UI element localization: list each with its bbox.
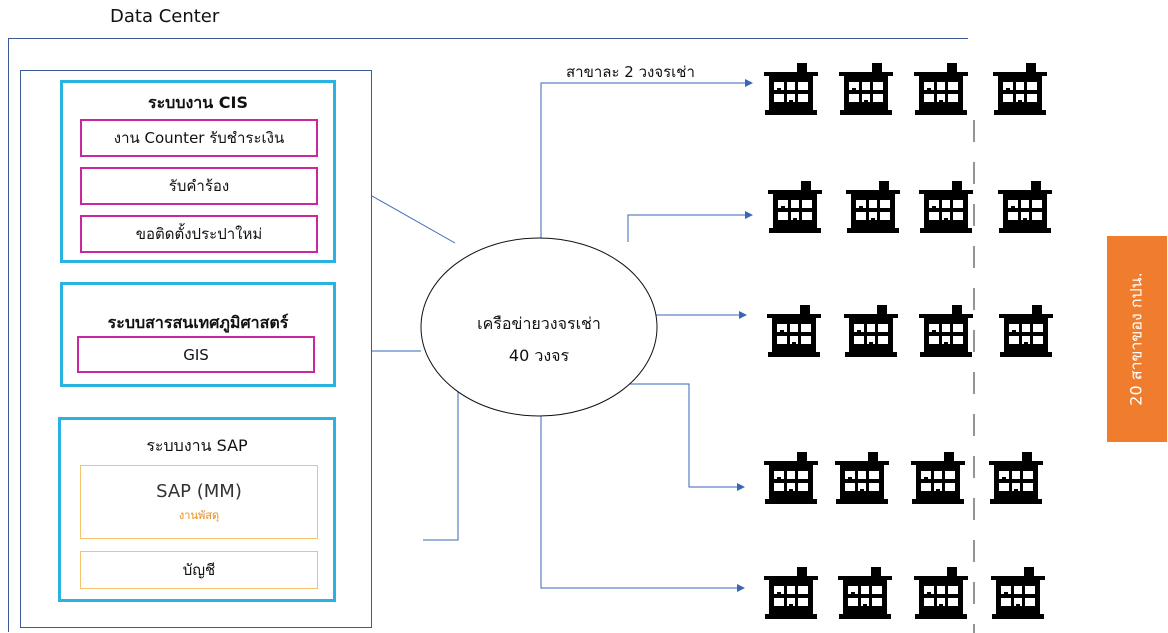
- building-icon: [763, 449, 819, 509]
- building-icon: [843, 302, 899, 362]
- data-center-label: Data Center: [110, 6, 220, 27]
- building-icon: [918, 302, 974, 362]
- branches-side-label: 20 สาขาของ กปน.: [1126, 272, 1146, 406]
- building-icon: [845, 178, 901, 238]
- building-icon: [997, 178, 1053, 238]
- building-icon: [767, 178, 823, 238]
- building-icon: [998, 302, 1054, 362]
- link-branch-row-2: [627, 211, 753, 242]
- link-branch-row-1: [540, 79, 753, 240]
- building-icon: [838, 60, 894, 120]
- building-icon: [837, 564, 893, 624]
- sap-mm-sub: งานพัสดุ: [178, 508, 220, 522]
- building-icon: [913, 564, 969, 624]
- gis-item: GIS: [77, 336, 315, 373]
- sap-mm-box: SAP (MM) งานพัสดุ: [80, 465, 318, 539]
- cis-item-counter: งาน Counter รับชำระเงิน: [80, 119, 318, 157]
- data-center-frame: [8, 38, 976, 632]
- building-icon: [766, 302, 822, 362]
- cis-item-new-install: ขอติดตั้งประปาใหม่: [80, 215, 318, 253]
- building-icon: [910, 449, 966, 509]
- building-icon: [763, 564, 819, 624]
- network-circuits: 40 วงจร: [508, 346, 570, 365]
- sap-account-label: บัญชี: [182, 561, 216, 579]
- building-icon: [988, 449, 1044, 509]
- building-icon: [834, 449, 890, 509]
- cis-system-box: ระบบงาน CIS งาน Counter รับชำระเงิน รับค…: [60, 80, 336, 263]
- building-icon: [763, 60, 819, 120]
- link-sap-network: [423, 390, 459, 541]
- link-branch-row-4: [623, 383, 745, 491]
- building-icon: [918, 178, 974, 238]
- branches-side-tab: 20 สาขาของ กปน.: [1107, 236, 1167, 442]
- building-icon: [913, 60, 969, 120]
- systems-frame: [20, 70, 372, 628]
- link-branch-row-5: [540, 414, 745, 592]
- cis-title: ระบบงาน CIS: [147, 93, 249, 112]
- sap-mm-label: SAP (MM): [156, 480, 242, 502]
- cis-item-request: รับคำร้อง: [80, 167, 318, 205]
- frame-gap: [968, 30, 988, 44]
- gis-title: ระบบสารสนเทศภูมิศาสตร์: [107, 313, 289, 332]
- network-title: เครือข่ายวงจรเช่า: [477, 314, 601, 333]
- building-icon: [990, 564, 1046, 624]
- gis-system-box: ระบบสารสนเทศภูมิศาสตร์ GIS: [60, 282, 336, 387]
- network-ellipse: [420, 237, 658, 417]
- per-branch-note: สาขาละ 2 วงจรเช่า: [566, 63, 695, 81]
- building-icon: [992, 60, 1048, 120]
- sap-account-box: บัญชี: [80, 551, 318, 589]
- link-cis-network: [371, 195, 456, 244]
- sap-title: ระบบงาน SAP: [146, 436, 248, 455]
- sap-system-box: ระบบงาน SAP SAP (MM) งานพัสดุ บัญชี: [58, 417, 336, 602]
